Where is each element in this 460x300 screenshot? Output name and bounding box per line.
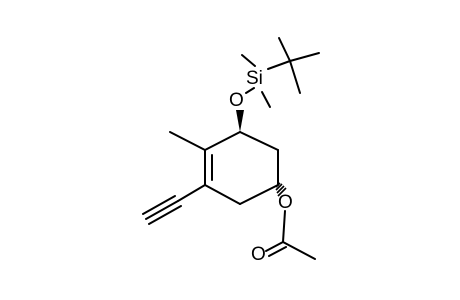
bond-si-tertbutyl bbox=[267, 60, 291, 70]
oxygen-ester-label: O bbox=[278, 192, 293, 213]
silicon-label: Si bbox=[246, 68, 263, 89]
ethynyl-single-bond bbox=[177, 184, 206, 202]
carbonyl-double-bond-b bbox=[268, 246, 287, 257]
ring-bond-c5-c6 bbox=[204, 184, 241, 205]
tertbutyl-bond-down bbox=[289, 60, 301, 94]
ethynyl-triple-bond-b bbox=[148, 205, 182, 225]
hashed-bond-c4-o bbox=[275, 182, 287, 197]
methyl-bond bbox=[169, 131, 206, 151]
tertbutyl-bond-up bbox=[278, 37, 291, 62]
si-methyl-bond-up bbox=[241, 54, 256, 67]
ring-bond-c2-c3 bbox=[239, 131, 279, 151]
bond-o-acyl-carbon bbox=[282, 210, 286, 243]
ring-bond-c4-c5 bbox=[239, 184, 279, 205]
bond-o-si bbox=[245, 87, 255, 94]
ethynyl-triple-bond-a bbox=[145, 200, 179, 220]
oxygen-carbonyl-label: O bbox=[251, 244, 266, 265]
carbonyl-double-bond-a bbox=[265, 241, 284, 252]
oxygen-silyl-ether-label: O bbox=[229, 90, 244, 111]
ethynyl-triple-bond-c bbox=[142, 195, 176, 215]
wedge-bond-c2-o bbox=[236, 110, 244, 132]
ring-bond-c1-c2 bbox=[204, 131, 241, 151]
tertbutyl-bond-right bbox=[289, 52, 320, 62]
si-methyl-bond-down bbox=[261, 91, 271, 108]
acetyl-methyl-bond bbox=[282, 241, 316, 260]
